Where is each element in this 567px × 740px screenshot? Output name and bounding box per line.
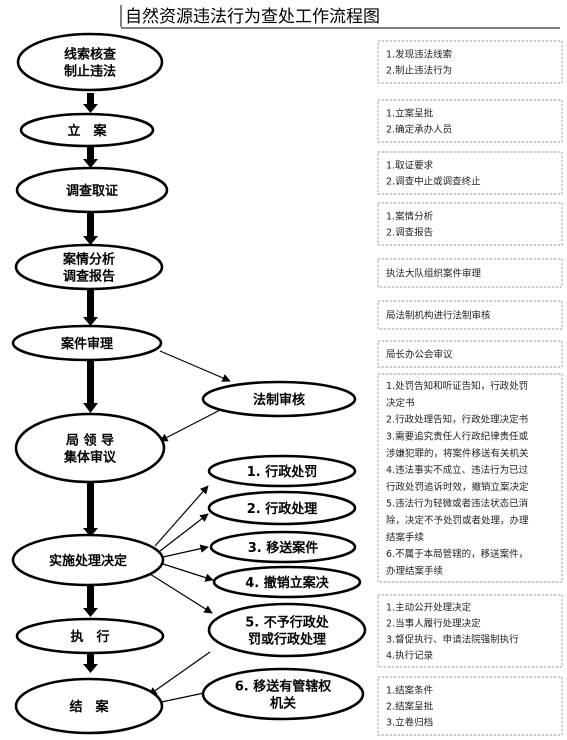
outcome-no-penalty: 5. 不予行政处 罚或行政处理 xyxy=(207,602,367,658)
note-clue-check-line-2: 2.制止违法行为 xyxy=(386,65,452,77)
note-close-case-line-3: 3.立卷归档 xyxy=(386,717,433,729)
node-clue-check-line-2: 制止违法 xyxy=(64,64,116,80)
note-decision-line-2: 决定书 xyxy=(386,397,415,409)
arrow-4-5 xyxy=(83,289,98,326)
arrow-7-8 xyxy=(83,483,98,537)
note-legal-review: 局法制机构进行法制审核 xyxy=(377,300,563,330)
connector-decision-to-o5 xyxy=(149,573,213,614)
node-close-case-line-1: 结 案 xyxy=(69,699,109,715)
note-decision-line-11: 6.不属于本局管辖的，移送案件， xyxy=(386,548,528,560)
arrow-8-9 xyxy=(83,585,98,617)
note-clue-check-line-1: 1.发现违法线索 xyxy=(386,49,452,61)
note-decision-line-12: 办理结案手续 xyxy=(386,565,444,577)
outcome-admin-penalty: 1. 行政处罚 xyxy=(207,454,357,488)
note-case-review-line-1: 执法大队组织案件审理 xyxy=(386,268,482,280)
arrow-3-4 xyxy=(83,212,98,245)
note-close-case-line-2: 2.结案呈批 xyxy=(386,701,434,713)
note-investigate-line-1: 1.取证要求 xyxy=(386,160,434,172)
note-clue-check: 1.发现违法线索 2.制止违法行为 xyxy=(377,40,563,84)
diagram-title: 自然资源违法行为查处工作流程图 xyxy=(125,7,380,27)
note-investigate: 1.取证要求 2.调查中止或调查终止 xyxy=(377,151,563,195)
outcome-transfer-jurisdiction: 6. 移送有管辖权 机关 xyxy=(201,667,365,721)
outcome-no-penalty-line-1: 5. 不予行政处 xyxy=(245,615,330,631)
note-decision-line-9: 除，决定不予处罚或者处理，办理 xyxy=(386,515,529,527)
note-decision-line-10: 结案手续 xyxy=(386,531,425,543)
connector-decision-to-o2 xyxy=(159,513,209,552)
note-close-case-line-1: 1.结案条件 xyxy=(386,685,434,697)
note-decision-line-5: 涉嫌犯罪的，将案件移送有关机关 xyxy=(386,447,529,459)
node-legal-review-line-1: 法制审核 xyxy=(253,392,305,408)
node-file-case: 立 案 xyxy=(19,112,155,148)
outcome-transfer-jurisdiction-line-1: 6. 移送有管辖权 xyxy=(235,679,333,695)
note-legal-review-line-1: 局法制机构进行法制审核 xyxy=(386,310,491,322)
connector-decision-to-o3 xyxy=(162,544,209,558)
outcome-transfer-case: 3. 移送案件 xyxy=(209,530,357,564)
note-leader-deliberation-line-1: 局长办公会审议 xyxy=(386,349,453,361)
node-legal-review: 法制审核 xyxy=(201,380,357,418)
node-case-review-line-1: 案件审理 xyxy=(60,336,113,352)
node-leader-deliberation-line-2: 集体审议 xyxy=(63,450,117,466)
note-close-case: 1.结案条件 2.结案呈批 3.立卷归档 xyxy=(377,676,563,736)
note-execute: 1.主动公开处理决定 2.当事人履行处理决定 3.督促执行、申请法院强制执行 4… xyxy=(377,594,563,668)
node-investigate-line-1: 调查取证 xyxy=(66,183,118,199)
node-case-review: 案件审理 xyxy=(11,324,163,362)
node-clue-check: 线索核查 制止违法 xyxy=(16,32,164,92)
note-decision-details: 1.处罚告知和听证告知，行政处罚 决定书 2.行政处理告知，行政处理决定书 3.… xyxy=(377,373,563,583)
arrow-1-2 xyxy=(83,93,98,113)
arrow-5-7 xyxy=(83,360,98,413)
outcome-no-penalty-line-2: 罚或行政处理 xyxy=(248,632,326,648)
note-file-case: 1.立案呈批 2.确定承办人员 xyxy=(377,99,563,143)
outcome-revoke-filing-line-1: 4. 撤销立案决 xyxy=(245,575,330,591)
note-execute-line-4: 4.执行记录 xyxy=(386,650,434,662)
arrow-2-3 xyxy=(83,146,98,168)
note-analysis-report-line-2: 2.调查报告 xyxy=(386,227,433,239)
note-file-case-line-1: 1.立案呈批 xyxy=(386,108,434,120)
note-case-review: 执法大队组织案件审理 xyxy=(377,258,563,288)
connector-decision-to-o4 xyxy=(162,563,214,582)
node-analysis-report: 案情分析 调查报告 xyxy=(14,243,164,291)
connector-o5-to-close xyxy=(148,651,211,696)
connector-legal-to-leaders xyxy=(159,408,223,442)
node-execute: 执 行 xyxy=(15,617,165,655)
node-execute-line-1: 执 行 xyxy=(70,629,109,645)
note-execute-line-3: 3.督促执行、申请法院强制执行 xyxy=(386,634,519,646)
node-leader-deliberation: 局 领 导 集体审议 xyxy=(14,412,166,484)
connector-review-to-legal xyxy=(159,350,231,382)
note-decision-line-6: 4.违法事实不成立、违法行为已过 xyxy=(386,464,529,476)
outcome-admin-penalty-line-1: 1. 行政处罚 xyxy=(247,464,318,480)
note-file-case-line-2: 2.确定承办人员 xyxy=(386,124,452,136)
outcome-admin-handling: 2. 行政处理 xyxy=(207,490,357,526)
node-investigate: 调查取证 xyxy=(15,166,169,214)
note-analysis-report: 1.案情分析 2.调查报告 xyxy=(377,202,563,246)
note-decision-line-1: 1.处罚告知和听证告知，行政处罚 xyxy=(386,380,528,392)
note-decision-line-3: 2.行政处理告知，行政处理决定书 xyxy=(386,414,529,426)
node-analysis-report-line-1: 案情分析 xyxy=(62,252,115,268)
note-analysis-report-line-1: 1.案情分析 xyxy=(386,211,434,223)
outcome-transfer-case-line-1: 3. 移送案件 xyxy=(248,540,319,556)
note-decision-line-7: 行政处罚追诉时效，撤销立案决定 xyxy=(386,481,529,493)
outcome-admin-handling-line-1: 2. 行政处理 xyxy=(247,501,318,517)
node-file-case-line-1: 立 案 xyxy=(67,123,107,139)
outcome-revoke-filing: 4. 撤销立案决 xyxy=(212,565,362,599)
connector-arrows xyxy=(148,350,231,707)
node-leader-deliberation-line-1: 局 领 导 xyxy=(66,433,114,449)
node-implement-decision-line-1: 实施处理决定 xyxy=(49,553,127,569)
node-close-case: 结 案 xyxy=(14,677,164,735)
node-clue-check-line-1: 线索核查 xyxy=(64,47,117,63)
node-implement-decision: 实施处理决定 xyxy=(11,533,165,587)
main-flow-arrows xyxy=(83,93,98,673)
node-analysis-report-line-2: 调查报告 xyxy=(63,269,115,285)
connector-decision-to-o1 xyxy=(154,485,209,547)
note-execute-line-1: 1.主动公开处理决定 xyxy=(386,602,472,614)
note-execute-line-2: 2.当事人履行处理决定 xyxy=(386,618,481,630)
note-decision-line-4: 3.需要追究责任人行政纪律责任或 xyxy=(386,431,529,443)
note-leader-deliberation: 局长办公会审议 xyxy=(377,340,563,368)
note-decision-line-8: 5.违法行为轻微或者违法状态已消 xyxy=(386,498,528,510)
arrow-9-10 xyxy=(83,652,98,673)
outcome-transfer-jurisdiction-line-2: 机关 xyxy=(270,696,296,712)
note-investigate-line-2: 2.调查中止或调查终止 xyxy=(386,176,481,188)
